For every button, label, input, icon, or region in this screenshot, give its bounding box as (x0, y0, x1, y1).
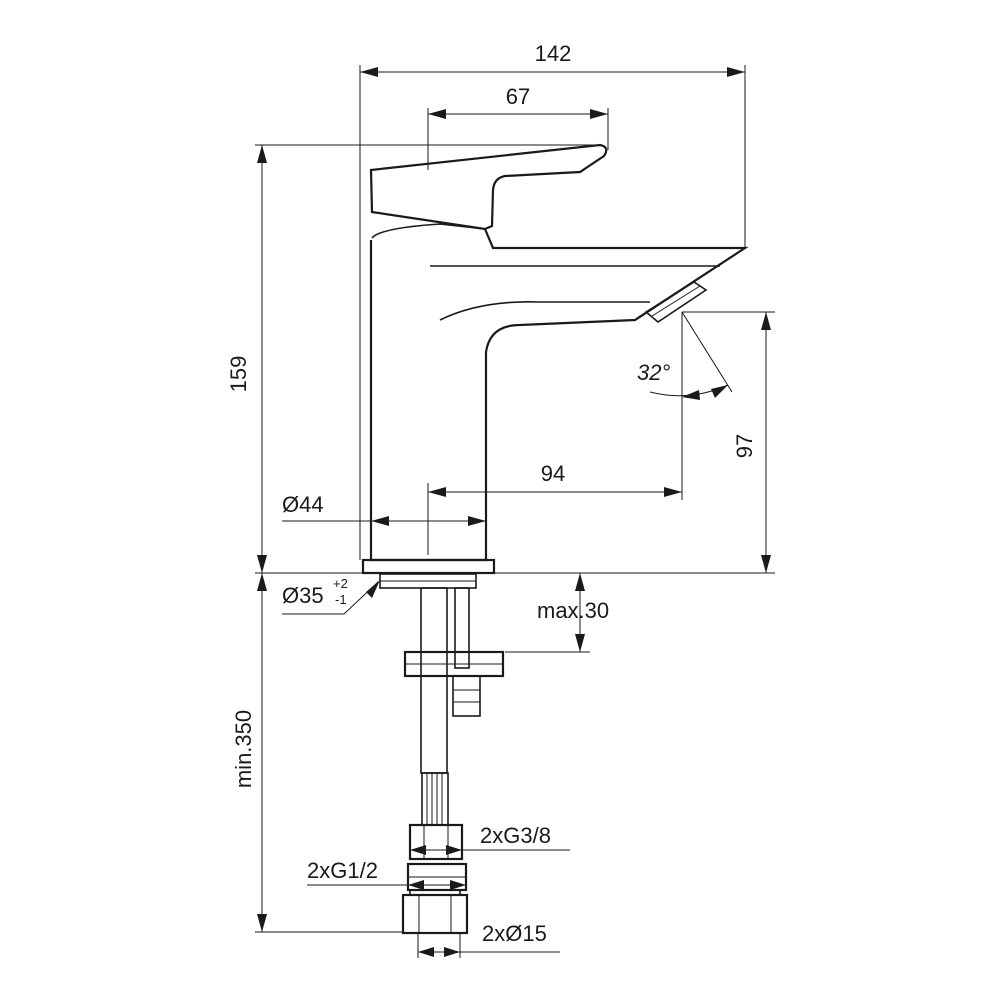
dim-spout-height: 97 (732, 312, 771, 573)
dim-label-overall-height: 159 (226, 356, 251, 393)
dim-pipe-diameter: 2xØ15 (418, 921, 560, 957)
dim-spray-angle: 32° (637, 360, 729, 400)
dim-label-hole-tol-lower: -1 (335, 592, 347, 607)
dim-label-spout-reach: 94 (541, 461, 565, 486)
extension-lines (255, 65, 775, 958)
dim-supply-thread: 2xG1/2 (307, 858, 466, 890)
dim-label-overall-width: 142 (535, 41, 572, 66)
dim-label-hole-diameter: Ø35 (282, 583, 324, 608)
dim-hole-diameter: Ø35 +2 -1 (282, 576, 380, 615)
dim-label-hole-tol-upper: +2 (333, 576, 348, 591)
dim-label-pipe-diameter: 2xØ15 (482, 921, 547, 946)
dim-label-max-deck-thickness: max.30 (537, 598, 609, 623)
dim-max-deck-thickness: max.30 (537, 573, 609, 652)
dim-min-hose-length: min.350 (231, 573, 267, 932)
dim-spout-reach: 94 (428, 461, 682, 497)
dim-handle-length: 67 (428, 84, 608, 119)
dim-hose-thread: 2xG3/8 (410, 823, 570, 855)
dim-body-diameter: Ø44 (282, 492, 486, 526)
dim-label-body-diameter: Ø44 (282, 492, 324, 517)
dim-label-handle-length: 67 (506, 84, 530, 109)
dim-label-supply-thread: 2xG1/2 (307, 858, 378, 883)
dim-label-spout-height: 97 (732, 434, 757, 458)
mounting-assembly (401, 587, 505, 935)
dim-label-spray-angle: 32° (637, 360, 670, 385)
dim-label-min-hose-length: min.350 (231, 710, 256, 788)
dim-overall-height: 159 (226, 145, 267, 573)
faucet-body (361, 143, 749, 589)
dim-label-hose-thread: 2xG3/8 (480, 823, 551, 848)
dim-overall-width: 142 (360, 41, 745, 77)
